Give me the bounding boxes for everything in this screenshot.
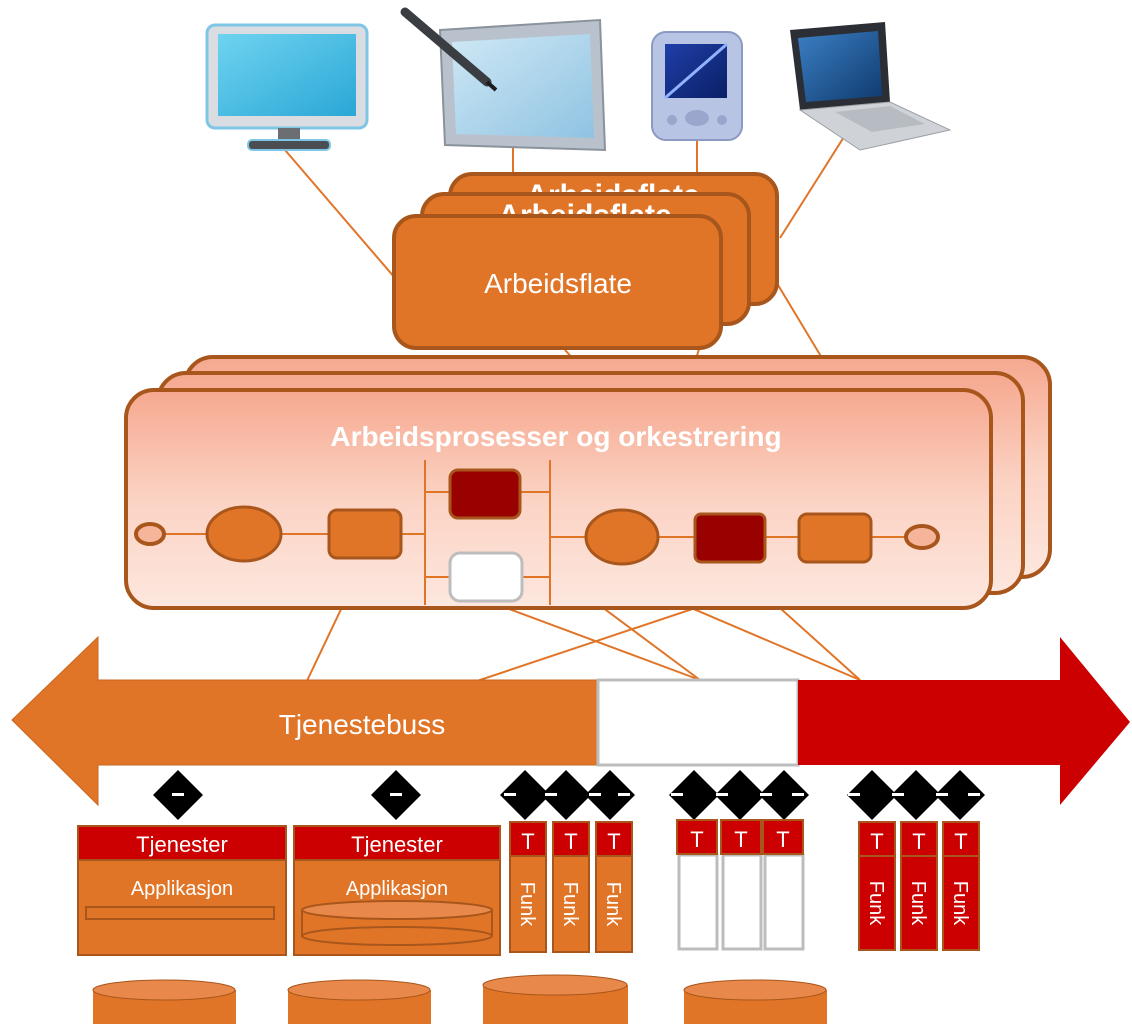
connector-diamond (585, 770, 635, 820)
service-t-label: T (690, 827, 703, 852)
funk-label: Funk (865, 881, 887, 926)
service-column: T Funk (858, 821, 896, 951)
process-label: Arbeidsprosesser og orkestrering (330, 421, 781, 452)
line-monitor-workspace (284, 149, 396, 279)
service-t-label: T (776, 827, 789, 852)
database-icon (301, 900, 493, 946)
process-node-task-red-1 (448, 468, 522, 520)
funk-label: Funk (559, 882, 581, 927)
service-t-label: T (734, 827, 747, 852)
system-4: T T T (676, 819, 805, 951)
bus-connectors (153, 770, 985, 820)
funk-label: Funk (516, 882, 538, 927)
connector-diamond (669, 770, 719, 820)
service-column: T Funk (595, 821, 633, 953)
funk-label: Funk (949, 881, 971, 926)
connector-diamond (891, 770, 941, 820)
service-column: T Funk (900, 821, 938, 951)
workspace-card-front (392, 214, 723, 350)
service-t-label: T (870, 829, 883, 854)
service-column: T Funk (509, 821, 547, 953)
database-icon (287, 979, 431, 1024)
application-label: Applikasjon (346, 878, 448, 900)
process-end-event (904, 524, 940, 550)
connector-diamond (541, 770, 591, 820)
desktop-monitor-icon (205, 23, 369, 151)
workspace-stack: Arbeidsflate Arbeidsflate Arbeidsflate (392, 172, 779, 350)
process-flow-lines (162, 460, 905, 605)
process-stack: Arbeidsprosesser og orkestrering (124, 355, 1052, 610)
system-2: Tjenester Applikasjon (293, 825, 501, 956)
service-t-label: T (954, 829, 967, 854)
services-label: Tjenester (136, 832, 228, 857)
pen-tablet-icon (400, 7, 607, 152)
service-t-label: T (607, 829, 620, 854)
bus-segment-white (596, 678, 800, 767)
services-bar (293, 825, 501, 861)
bus-label: Tjenestebuss (279, 709, 446, 740)
process-node-task-red-2 (693, 512, 767, 564)
funk-label: Funk (907, 881, 929, 926)
database-icon (683, 979, 827, 1024)
services-label: Tjenester (351, 832, 443, 857)
service-column: T (676, 819, 719, 951)
laptop-icon (790, 22, 952, 151)
workspace-label: Arbeidsflate (484, 268, 632, 299)
database-icon (92, 979, 236, 1024)
databases (92, 974, 827, 1024)
line-node-bus-3 (484, 599, 701, 681)
system-3: T Funk T Funk T Funk (509, 821, 633, 953)
application-label: Applikasjon (131, 878, 233, 900)
connector-diamond (715, 770, 765, 820)
services-bar (77, 825, 287, 861)
connector-diamond (153, 770, 203, 820)
process-node-task-white (448, 551, 524, 603)
line-ws-proc-3 (777, 284, 829, 369)
pda-icon (651, 31, 743, 141)
app-inner-bar (85, 906, 275, 920)
service-t-label: T (564, 829, 577, 854)
service-bus: Tjenestebuss (11, 635, 1130, 807)
service-column: T (762, 819, 805, 951)
database-icon (482, 974, 628, 1024)
process-node-circle-2 (584, 508, 660, 566)
service-t-label: T (521, 829, 534, 854)
connector-diamond (759, 770, 809, 820)
process-node-circle-1 (205, 505, 283, 563)
connector-diamond (371, 770, 421, 820)
bus-arrow-right (798, 637, 1130, 805)
service-t-label: T (912, 829, 925, 854)
process-start-event (134, 522, 166, 546)
connector-diamond (847, 770, 897, 820)
funk-label: Funk (602, 882, 624, 927)
service-column: T Funk (552, 821, 590, 953)
process-node-task-1 (327, 508, 403, 560)
process-node-task-2 (797, 512, 873, 564)
system-5: T Funk T Funk T Funk (858, 821, 980, 951)
service-column: T (720, 819, 763, 951)
system-1: Tjenester Applikasjon (77, 825, 287, 956)
service-column: T Funk (942, 821, 980, 951)
connector-diamond (500, 770, 550, 820)
connector-diamond (935, 770, 985, 820)
